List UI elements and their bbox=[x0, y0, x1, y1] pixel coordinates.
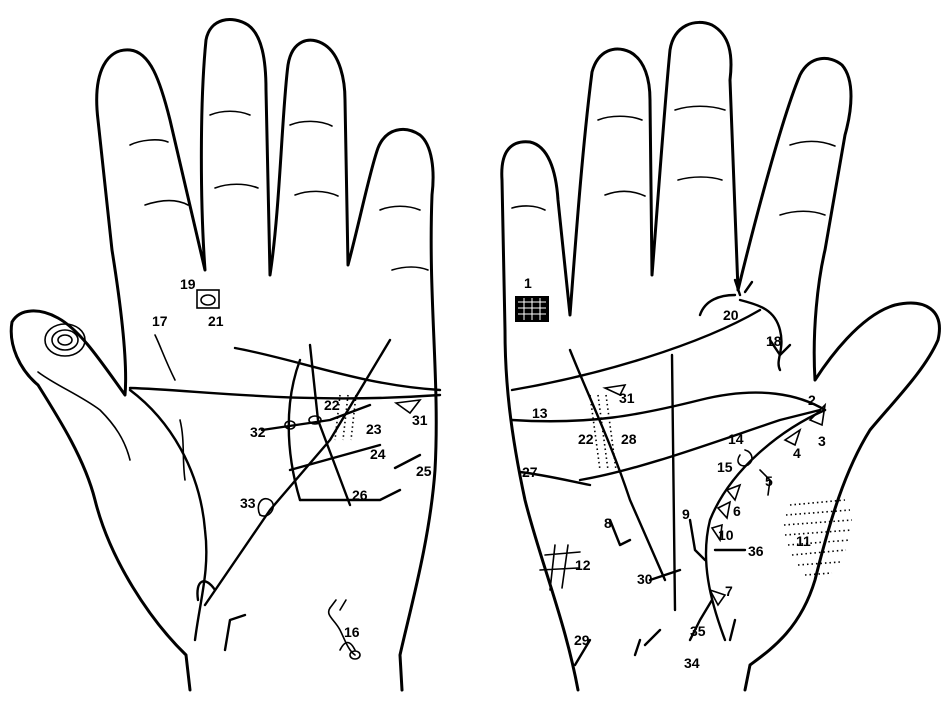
right-finger-creases bbox=[512, 106, 835, 215]
marker-label: 11 bbox=[796, 533, 811, 549]
marker-label: 24 bbox=[370, 446, 386, 462]
marker-label: 8 bbox=[604, 515, 612, 531]
life-line bbox=[706, 410, 825, 640]
marker-label: 12 bbox=[575, 557, 591, 573]
marker-label: 36 bbox=[748, 543, 764, 559]
marker-label: 1 bbox=[524, 275, 532, 291]
marker-label: 31 bbox=[412, 412, 428, 428]
marker-label: 3 bbox=[818, 433, 826, 449]
left-palm-lines bbox=[130, 335, 440, 650]
marker-label: 31 bbox=[619, 390, 635, 406]
marker-label: 19 bbox=[180, 276, 196, 292]
marker-label: 9 bbox=[682, 506, 690, 522]
left-hand: 17 19 21 22 23 24 25 26 31 32 33 16 bbox=[11, 20, 440, 690]
right-hand: 1 2 3 4 5 6 7 8 9 10 11 12 13 14 15 18 2… bbox=[502, 22, 940, 690]
marker-label: 7 bbox=[725, 583, 733, 599]
marker-label: 29 bbox=[574, 632, 590, 648]
marker-label: 6 bbox=[733, 503, 741, 519]
marker-label: 10 bbox=[718, 527, 734, 543]
marker-label: 15 bbox=[717, 459, 733, 475]
marker-label: 32 bbox=[250, 424, 266, 440]
marker-label: 5 bbox=[765, 473, 773, 489]
marker-label: 30 bbox=[637, 571, 653, 587]
marker-label: 27 bbox=[522, 464, 538, 480]
heart-line bbox=[130, 388, 440, 398]
marker-label: 22 bbox=[578, 431, 594, 447]
marker-label: 13 bbox=[532, 405, 548, 421]
head-line bbox=[235, 348, 440, 390]
head-line bbox=[512, 393, 825, 422]
marker-label: 25 bbox=[416, 463, 432, 479]
marker-label: 4 bbox=[793, 445, 801, 461]
marker-label: 18 bbox=[766, 333, 782, 349]
marker-label: 2 bbox=[808, 392, 816, 408]
fate-line bbox=[310, 345, 350, 505]
marker-label: 33 bbox=[240, 495, 256, 511]
marker-label: 14 bbox=[728, 431, 744, 447]
marker-label: 23 bbox=[366, 421, 382, 437]
marker-label: 34 bbox=[684, 655, 700, 671]
marker-label: 17 bbox=[152, 313, 168, 329]
marker-label: 22 bbox=[324, 397, 340, 413]
left-thumb bbox=[38, 324, 130, 460]
marker-label: 20 bbox=[723, 307, 739, 323]
right-markings bbox=[515, 296, 852, 605]
marker-label: 16 bbox=[344, 624, 360, 640]
marker-label: 21 bbox=[208, 313, 224, 329]
marker-label: 26 bbox=[352, 487, 368, 503]
marker-label: 28 bbox=[621, 431, 637, 447]
marker-label: 35 bbox=[690, 623, 706, 639]
right-hand-outline bbox=[502, 22, 940, 690]
